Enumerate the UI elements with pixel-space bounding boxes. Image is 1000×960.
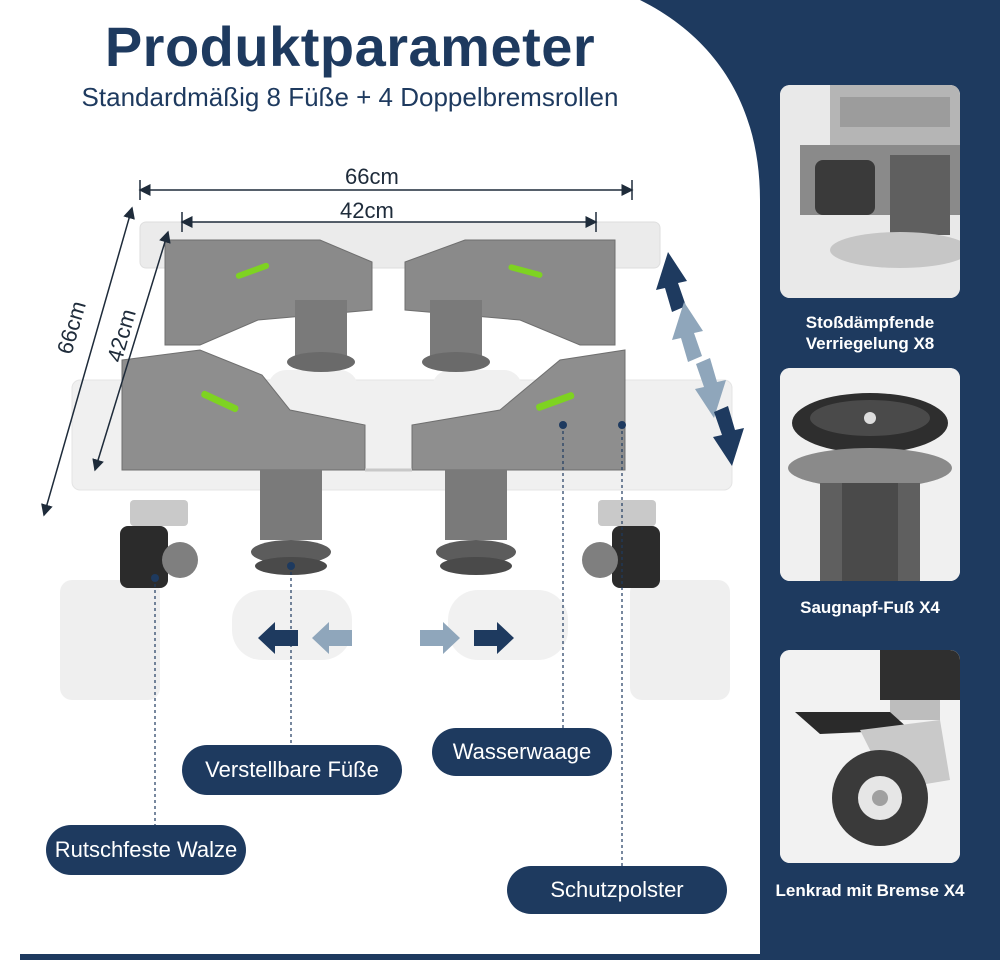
page-subtitle: Standardmäßig 8 Füße + 4 Doppelbremsroll… <box>81 82 619 112</box>
dimension-lines <box>41 180 634 517</box>
front-right-pad <box>411 349 626 471</box>
dimension-outer-width: 66cm <box>345 164 399 189</box>
page-title: Produktparameter <box>104 15 596 78</box>
arrow-left-dark <box>258 622 298 654</box>
arrow-right-dark <box>474 622 514 654</box>
arrow-left-light <box>312 622 352 654</box>
front-feet <box>251 470 516 575</box>
bottom-accent-bar <box>20 954 1000 960</box>
locking-latch-panel <box>780 85 960 298</box>
dimension-inner-width: 42cm <box>340 198 394 223</box>
right-caster <box>582 500 660 588</box>
front-left-pad <box>121 349 366 471</box>
callout-leaders <box>154 425 623 870</box>
back-right-pad <box>404 239 616 346</box>
caster-wheel-label: Lenkrad mit Bremse X4 <box>775 881 965 900</box>
callout-roller: Rutschfeste Walze <box>46 825 246 875</box>
caster-wheel-panel <box>780 650 960 863</box>
callout-level: Wasserwaage <box>432 728 612 776</box>
suction-cup-label: Saugnapf-Fuß X4 <box>800 598 940 617</box>
back-feet <box>287 300 490 372</box>
suction-cup-foot-icon <box>780 368 960 581</box>
caster-wheel-brake-icon <box>780 650 960 863</box>
foot-direction-arrows <box>258 622 514 654</box>
arrow-right-light <box>420 622 460 654</box>
callout-pad: Schutzpolster <box>507 866 727 914</box>
callout-adjustable-feet: Verstellbare Füße <box>182 745 402 795</box>
locking-latch-label: Stoßdämpfende Verriegelung X8 <box>805 313 935 353</box>
left-caster <box>120 500 198 588</box>
suction-cup-panel <box>780 368 960 581</box>
height-direction-arrows <box>656 252 744 466</box>
locking-latch-icon <box>780 85 960 298</box>
